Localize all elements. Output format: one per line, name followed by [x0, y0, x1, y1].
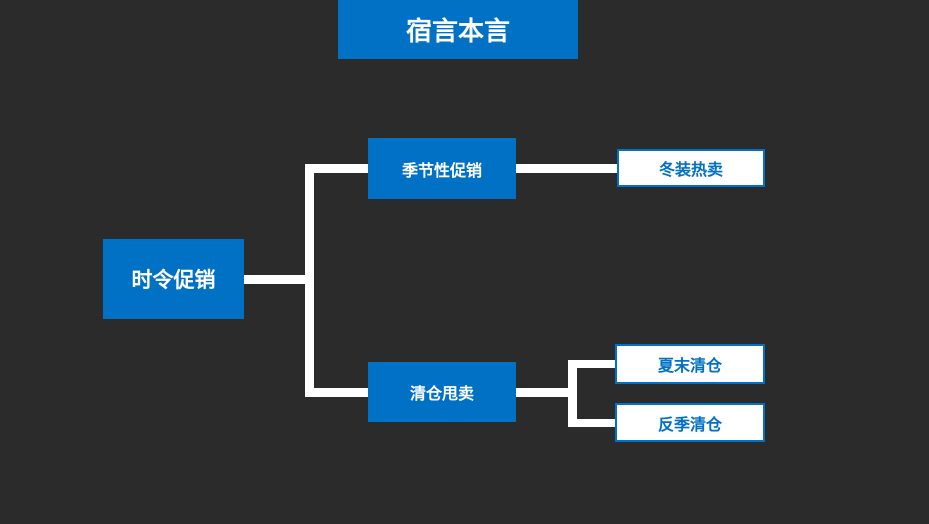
connector-root-stub	[244, 275, 312, 284]
connector-to-leaf-3	[568, 419, 615, 427]
diagram-title: 宿言本言	[338, 0, 578, 59]
connector-to-branch-1	[305, 164, 368, 173]
branch-node-clearance: 清仓甩卖	[368, 362, 516, 422]
connector-to-branch-2	[305, 388, 368, 397]
leaf-node-winter-sale: 冬装热卖	[617, 149, 765, 187]
leaf-node-late-summer-clearance: 夏末清仓	[615, 344, 765, 384]
connector-right-trunk	[568, 360, 577, 427]
connector-to-leaf-2	[568, 360, 615, 368]
branch-node-seasonal: 季节性促销	[368, 138, 516, 199]
leaf-node-off-season-clearance: 反季清仓	[615, 403, 765, 442]
connector-left-trunk	[305, 164, 314, 397]
connector-branch-2-stub	[516, 388, 574, 397]
root-node: 时令促销	[103, 239, 244, 319]
connector-branch-1-to-leaf	[516, 164, 617, 173]
